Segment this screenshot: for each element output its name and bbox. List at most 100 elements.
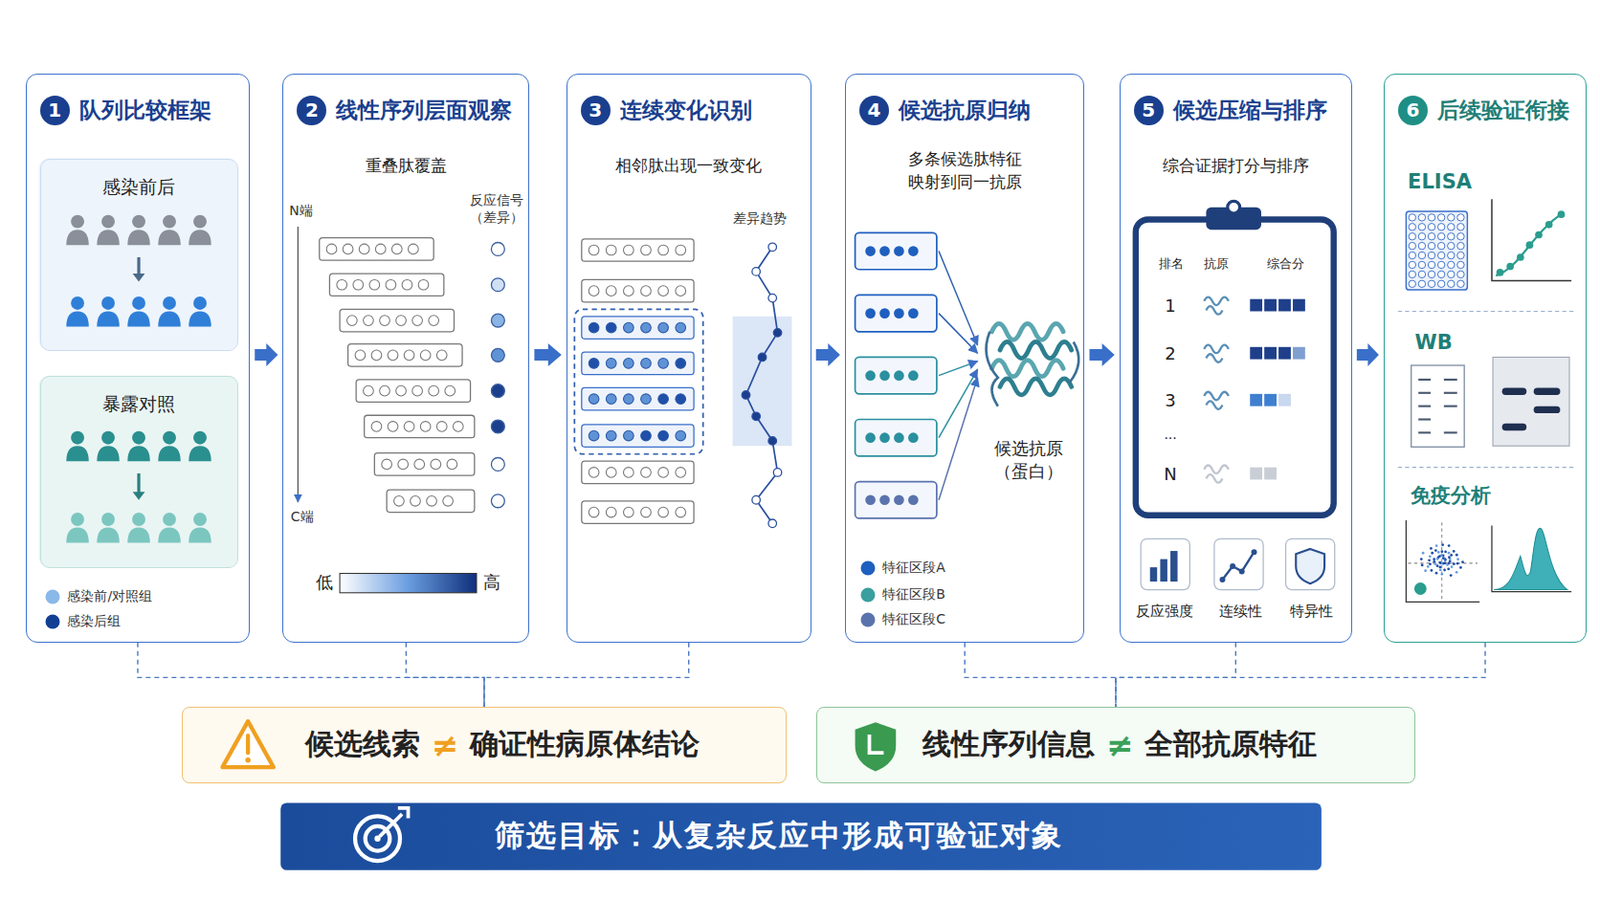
illustration	[490, 348, 505, 362]
illustration	[581, 424, 694, 447]
illustration	[1286, 538, 1335, 590]
illustration	[66, 528, 89, 544]
illustration	[490, 384, 505, 399]
illustration	[1203, 465, 1229, 483]
not-equal-sign: ≠	[431, 726, 460, 765]
annotation-label: N端	[288, 202, 312, 221]
panel-title: 队列比较框架	[79, 95, 212, 126]
annotation-label: 候选抗原 （蛋白）	[988, 437, 1068, 485]
panel-subtitle: 综合证据打分与排序	[1120, 155, 1352, 178]
illustration	[1439, 569, 1443, 573]
illustration	[623, 244, 635, 256]
illustration	[319, 238, 434, 261]
illustration	[1437, 551, 1441, 555]
flow-arrow	[1356, 343, 1379, 367]
illustration	[1408, 232, 1416, 240]
illustration	[1437, 242, 1445, 249]
illustration	[348, 344, 463, 367]
illustration	[371, 422, 382, 433]
illustration	[605, 507, 617, 518]
illustration	[1430, 552, 1434, 556]
illustration	[588, 467, 600, 479]
illustration	[1418, 251, 1425, 259]
illustration	[1457, 223, 1465, 231]
illustration	[66, 311, 89, 327]
illustration	[605, 286, 617, 297]
illustration	[605, 358, 617, 370]
illustration	[1443, 556, 1446, 560]
illustration	[1444, 561, 1447, 565]
illustration	[908, 370, 919, 381]
illustration	[1444, 405, 1458, 408]
illustration	[1405, 211, 1467, 290]
illustration	[1440, 573, 1444, 577]
illustration	[70, 431, 85, 445]
stage-panel: 3连续变化识别相邻肽出现一致变化	[566, 73, 812, 644]
illustration	[398, 459, 409, 470]
illustration	[1203, 392, 1229, 410]
illustration	[162, 215, 177, 229]
illustration	[326, 244, 337, 255]
annotation-label: WB	[1415, 331, 1453, 355]
illustration	[1408, 214, 1416, 222]
illustration	[581, 279, 694, 302]
illustration	[1249, 299, 1263, 312]
illustration	[1249, 347, 1263, 360]
illustration	[623, 394, 635, 405]
illustration	[1408, 251, 1416, 259]
illustration	[1437, 251, 1445, 259]
illustration	[1533, 387, 1561, 395]
cohort-title: 暴露对照	[41, 392, 239, 418]
stage-panel: 1队列比较框架感染前后暴露对照	[25, 73, 251, 644]
illustration	[1457, 270, 1465, 278]
illustration	[1427, 558, 1431, 562]
illustration	[1264, 299, 1277, 312]
illustration	[157, 445, 180, 462]
illustration	[1435, 544, 1439, 548]
illustration	[581, 501, 694, 524]
illustration	[1437, 214, 1445, 222]
illustration	[1422, 552, 1425, 556]
illustration	[855, 482, 937, 519]
panel-title: 连续变化识别	[620, 95, 753, 126]
illustration	[386, 489, 475, 512]
illustration	[1557, 210, 1566, 219]
illustration	[1516, 253, 1525, 262]
illustration	[865, 370, 876, 381]
illustration	[605, 394, 617, 405]
illustration	[244, 757, 251, 764]
illustration	[369, 279, 380, 290]
illustration	[675, 430, 687, 442]
illustration	[938, 369, 978, 438]
illustration	[1440, 550, 1444, 554]
illustration	[1447, 270, 1455, 278]
illustration	[1398, 311, 1578, 312]
illustration	[1443, 569, 1446, 573]
dashed-bracket	[405, 643, 485, 708]
illustration	[1249, 467, 1263, 481]
illustration	[1457, 242, 1465, 249]
illustration	[1427, 280, 1435, 288]
legend-swatch	[861, 613, 876, 628]
illustration	[39, 158, 239, 351]
illustration	[452, 422, 464, 433]
illustration	[1418, 270, 1425, 278]
illustration	[1491, 199, 1572, 281]
illustration	[1405, 520, 1480, 602]
illustration	[1456, 557, 1460, 561]
illustration	[1408, 261, 1416, 268]
illustration	[193, 512, 207, 527]
illustration	[96, 311, 119, 327]
illustration	[353, 279, 364, 290]
illustration	[641, 394, 652, 405]
illustration	[938, 313, 978, 355]
illustration	[70, 512, 85, 527]
stage-panel: 2线性序列层面观察重叠肽覆盖	[282, 73, 530, 644]
illustration	[363, 315, 375, 327]
illustration	[675, 394, 687, 405]
illustration	[1428, 562, 1432, 566]
illustration	[1447, 555, 1451, 559]
illustration	[658, 322, 669, 334]
illustration	[1427, 261, 1435, 268]
illustration	[1447, 232, 1455, 240]
